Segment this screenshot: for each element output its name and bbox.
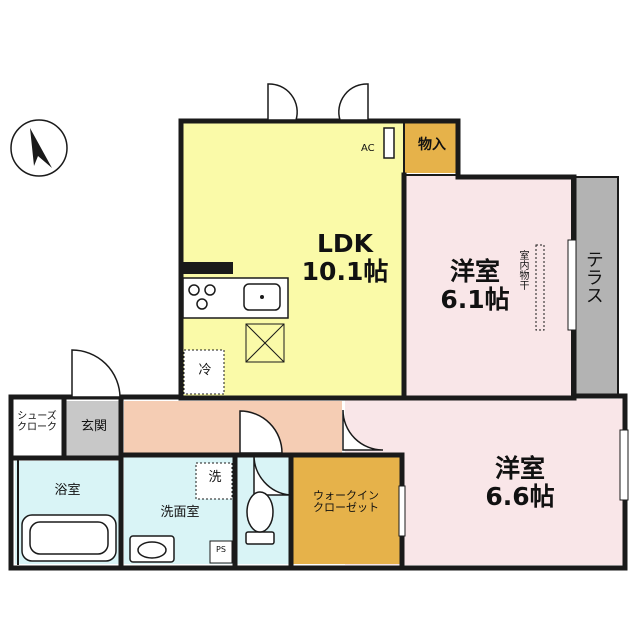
shoes-line2: クローク <box>17 422 57 433</box>
terrace-label: テラス <box>582 250 604 304</box>
ac-unit <box>383 127 395 159</box>
washbasin-icon <box>129 535 175 563</box>
stove-icon <box>188 284 216 310</box>
ac-label: AC <box>361 143 375 154</box>
storage-fill <box>404 121 459 173</box>
bedroom-1-label: 洋室 6.1帖 <box>420 258 530 313</box>
doors <box>71 83 384 496</box>
ldk-label: LDK 10.1帖 <box>290 230 400 285</box>
ps-box <box>209 540 233 564</box>
terrace-fill <box>574 177 618 395</box>
bedroom-1-size: 6.1帖 <box>440 284 510 314</box>
shoes-line1: シューズ <box>17 411 57 422</box>
ps-label: PS <box>216 545 226 554</box>
hall-fill <box>124 401 342 453</box>
shoes-closet-label: シューズ クローク <box>12 411 62 433</box>
fridge-label: 冷 <box>198 363 212 378</box>
bath-label: 浴室 <box>54 483 81 498</box>
drying-rack <box>535 244 545 331</box>
washer-space <box>195 462 233 500</box>
ldk-name: LDK <box>316 229 374 258</box>
hatch <box>245 323 285 363</box>
walkin-line2: クローゼット <box>313 501 379 515</box>
toilet-icon <box>245 491 275 545</box>
bathtub-icon <box>21 514 117 562</box>
bedroom-2-size: 6.6帖 <box>485 481 555 511</box>
walkin-closet-fill <box>293 456 400 564</box>
drying-label: 室内物干 <box>517 250 528 290</box>
bedroom-1-name: 洋室 <box>449 257 500 286</box>
ldk-size: 10.1帖 <box>301 256 389 286</box>
kitchen-shelf <box>183 262 233 274</box>
fridge-space <box>183 349 225 395</box>
bedroom-2-name: 洋室 <box>494 454 545 483</box>
washroom-label: 洗面室 <box>160 505 200 520</box>
genkan-label: 玄関 <box>80 419 107 434</box>
storage-label: 物入 <box>418 137 446 153</box>
windows <box>398 239 629 537</box>
washer-label: 洗 <box>208 470 222 485</box>
bedroom-2-label: 洋室 6.6帖 <box>465 455 575 510</box>
hatch-x2 <box>245 323 285 363</box>
north-arrow-icon <box>10 119 68 177</box>
entry-fill <box>66 401 122 456</box>
sink-icon <box>243 283 281 311</box>
walkin-closet-label: ウォークイン クローゼット <box>296 489 396 515</box>
walkin-line1: ウォークイン <box>313 489 379 502</box>
